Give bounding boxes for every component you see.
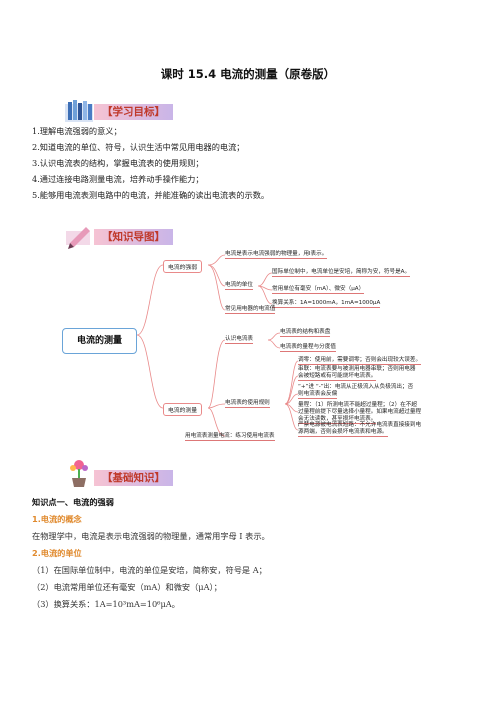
goal-item: 2.知道电流的单位、符号，认识生活中常见用电器的电流； [32, 142, 245, 152]
map-node: 会被短路或有可能烧坏电流表。 [298, 373, 377, 381]
map-node: 常见用电器的电流值 [225, 306, 276, 314]
goals-banner: 【学习目标】 [64, 100, 204, 122]
goals-banner-label: 【学习目标】 [94, 104, 173, 120]
unit-line: （2）电流常用单位还有毫安（mA）和微安（μA）； [32, 582, 222, 592]
map-node: 常用单位有毫安（mA）、微安（μA） [272, 286, 365, 294]
unit-line: （1）在国际单位制中，电流的单位是安培，简称安，符号是 A； [32, 565, 267, 575]
page-title: 课时 15.4 电流的测量（原卷版） [160, 67, 336, 81]
goal-item: 4.通过连接电路测量电流，培养动手操作能力； [32, 174, 204, 184]
map-node: 电流表的量程与分度值 [280, 344, 336, 352]
map-node: 电流表的使用规则 [225, 400, 270, 408]
section-heading: 知识点一、电流的强弱 [32, 497, 114, 507]
map-node: 调零：使用前，需要调零；否则会出现较大误差。 [298, 357, 422, 365]
map-node: 国际单位制中，电流单位是安培，简称为安，符号是A。 [272, 269, 411, 277]
concept-text: 在物理学中，电流是表示电流强弱的物理量，通常用字母 I 表示。 [32, 531, 270, 541]
map-node: 电流是表示电流强弱的物理量，用I表示。 [225, 251, 328, 259]
unit-line: （3）换算关系：1A=10³mA=10⁶μA。 [32, 599, 180, 609]
map-node: 认识电流表 [225, 336, 253, 344]
map-node: 电流表的结构和表盘 [280, 329, 331, 337]
map-node: 会无法读数，甚至损坏电流表。 [298, 416, 377, 424]
basic-banner: 【基础知识】 [64, 460, 204, 488]
mind-map: 电流的强弱 电流是表示电流强弱的物理量，用I表示。 电流的单位 国际单位制中，电… [60, 250, 460, 441]
map-node: 串联：电流表要与被测用电器串联；否则用电器 [298, 366, 416, 372]
map-node: 严禁电源被电流表短路：不允许电流表直接接到电 [298, 422, 422, 428]
map-node: 用电流表测量电流：练习使用电流表 [185, 433, 275, 441]
goal-item: 3.认识电流表的结构，掌握电流表的使用规则； [32, 158, 204, 168]
map-node: “+”进 “-”出：电流从正极流入从负极流出；否 [298, 384, 414, 390]
goal-item: 5.能够用电流表测电路中的电流，并能准确的读出电流表的示数。 [32, 190, 270, 200]
mind-map-root: 电流的测量 [62, 328, 137, 354]
books-icon [65, 100, 93, 122]
mind-map-connectors [136, 254, 299, 437]
map-node: 换算关系：1A=1000mA，1mA=1000μA [272, 300, 381, 308]
map-node: 则电流表会反偏 [298, 391, 338, 399]
pencil-icon [66, 227, 90, 249]
goal-item: 1.理解电流强弱的意义； [32, 126, 122, 136]
map-node: 源两端，否则会损坏电流表和电源。 [298, 429, 388, 437]
map-banner: 【知识导图】 [64, 227, 204, 249]
map-node: 过量程前提下尽量选择小量程。如果电流超过量程 [298, 409, 422, 415]
basic-banner-label: 【基础知识】 [94, 470, 173, 486]
branch-current-strength: 电流的强弱 [163, 260, 202, 273]
map-node: 量程：（1）所测电流不能超过量程；（2）在不超 [298, 402, 417, 408]
subheading-concept: 1.电流的概念 [32, 514, 82, 524]
map-node: 电流的单位 [225, 282, 253, 290]
map-banner-label: 【知识导图】 [94, 229, 173, 245]
branch-current-measure: 电流的测量 [163, 403, 202, 416]
subheading-unit: 2.电流的单位 [32, 548, 82, 558]
flower-pot-icon [70, 460, 88, 487]
